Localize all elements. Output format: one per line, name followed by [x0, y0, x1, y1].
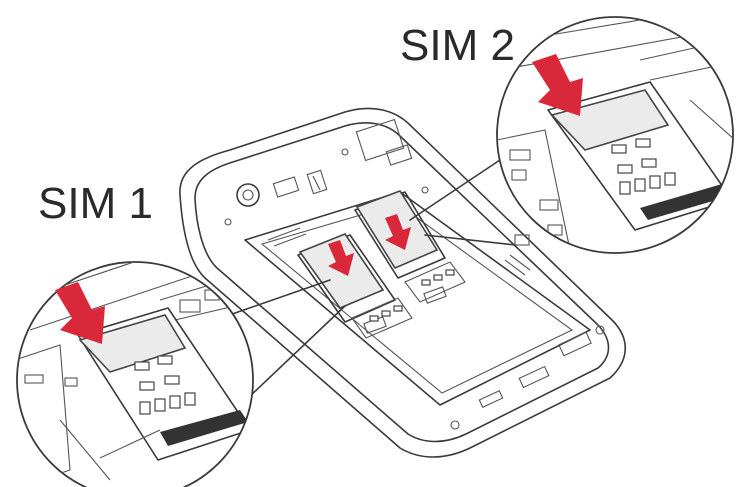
sim2-label: SIM 2	[400, 24, 515, 68]
sim1-label: SIM 1	[38, 182, 153, 226]
callout-sim1	[15, 250, 260, 487]
callout-sim2	[497, 17, 735, 253]
